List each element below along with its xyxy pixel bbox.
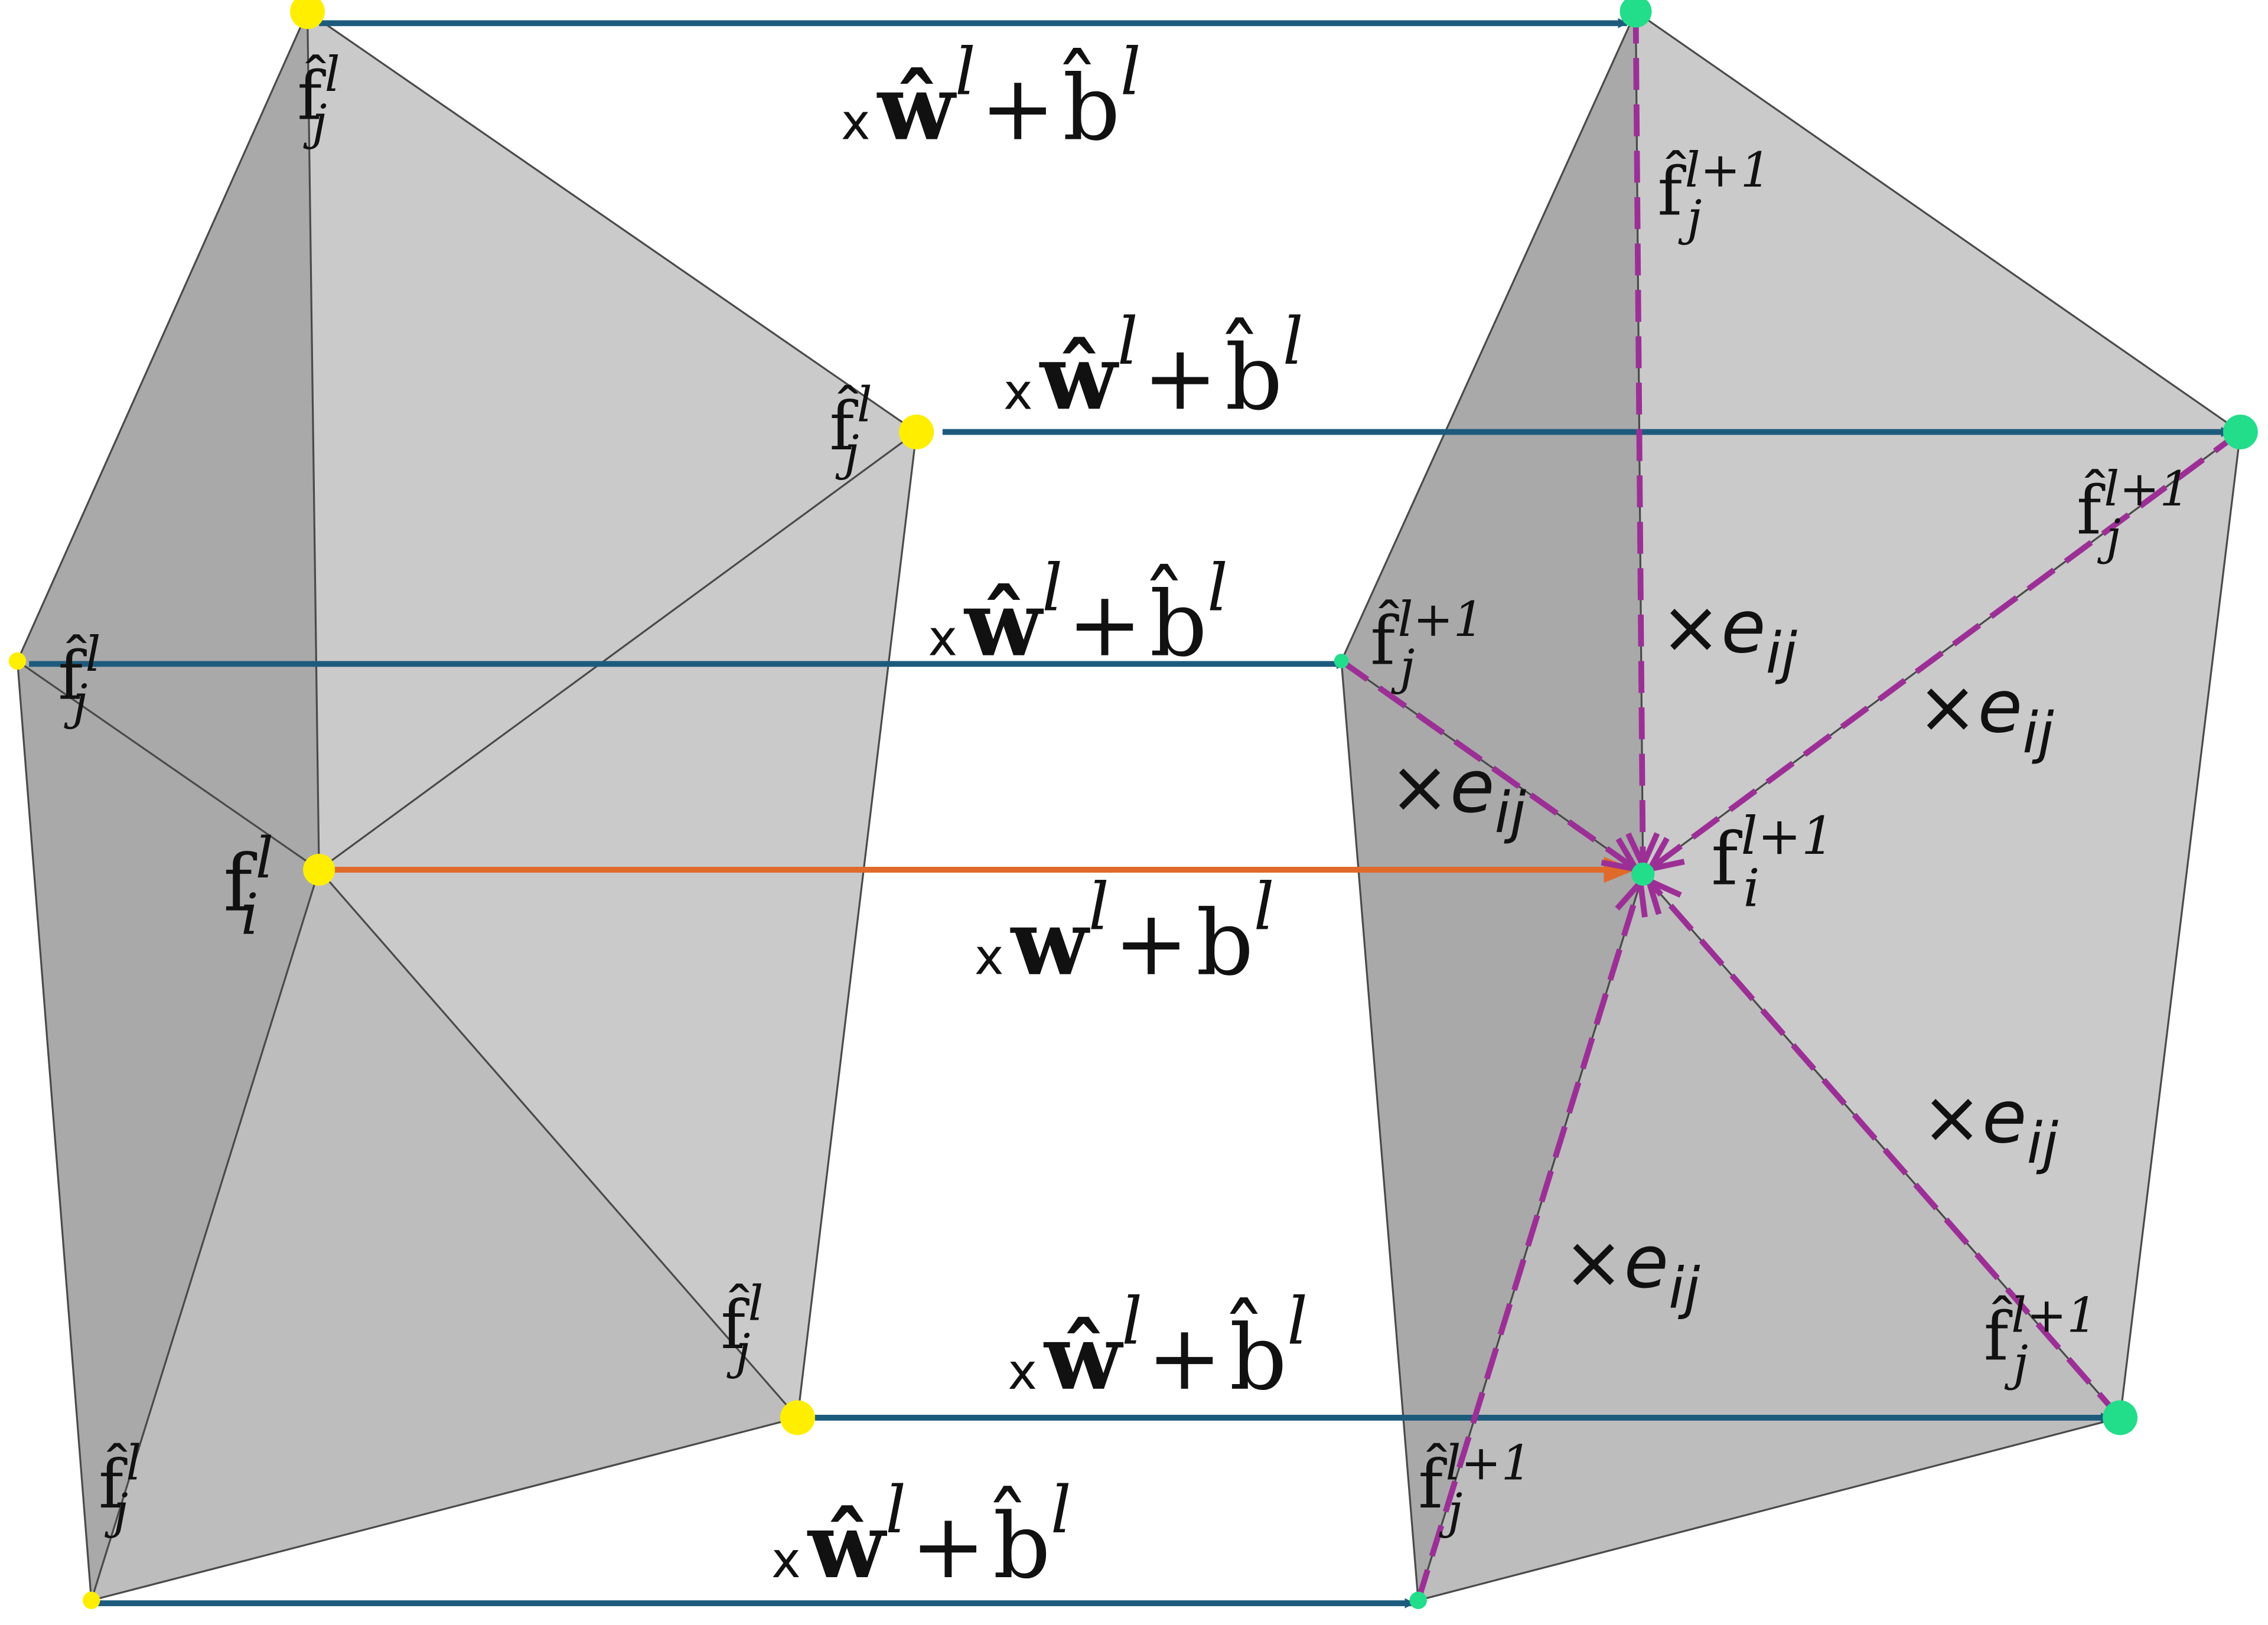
mesh-edge — [1635, 11, 2241, 433]
edge-weight-label: ×eij — [1563, 1220, 1700, 1321]
mesh-face — [1341, 661, 1643, 1601]
aggregation-edge — [1641, 429, 2243, 877]
mesh-face — [319, 432, 917, 1418]
mesh-face — [17, 11, 320, 870]
mesh-node — [303, 853, 335, 886]
mesh-node — [82, 1591, 100, 1609]
mesh-node — [1334, 654, 1349, 668]
mesh-edge — [318, 869, 799, 1418]
mesh-edge — [318, 431, 917, 871]
mesh-edge — [17, 11, 308, 662]
mesh-face — [1341, 11, 1643, 875]
mesh-node — [290, 0, 325, 30]
mesh-node — [899, 415, 934, 450]
aggregation-edge — [1415, 873, 1646, 1601]
aggregation-edges — [1340, 11, 2243, 1601]
mesh-faces — [17, 11, 2241, 1601]
edge-weight-label: ×eij — [1389, 745, 1526, 846]
mesh-edge — [91, 1417, 798, 1601]
mesh-face — [91, 869, 798, 1601]
edge-weight-label: ×eij — [1921, 1075, 2058, 1176]
mesh-node — [2103, 1400, 2138, 1435]
edge-weight-label: ×eij — [1660, 585, 1797, 686]
aggregation-edge — [1340, 658, 1645, 877]
mesh-node — [2223, 415, 2258, 450]
mesh-node — [780, 1400, 815, 1435]
mesh-edge — [17, 660, 320, 871]
mesh-node — [1619, 0, 1652, 28]
mesh-edge — [1340, 661, 1419, 1601]
edge-weight-label: ×eij — [1917, 665, 2054, 766]
mesh-face — [307, 11, 917, 870]
mesh-edge — [16, 661, 93, 1601]
mesh-edge — [1340, 11, 1637, 662]
mesh-node — [1409, 1591, 1427, 1609]
mesh-face — [1643, 432, 2241, 1418]
mesh-node — [8, 652, 27, 670]
mesh-face — [1635, 11, 2241, 875]
aggregation-edge — [1632, 11, 1646, 875]
mesh-edge — [2119, 432, 2241, 1418]
mesh-edge — [796, 432, 918, 1418]
aggregation-edge — [1641, 872, 2123, 1420]
mesh-edge — [307, 11, 917, 433]
transform-arrows — [29, 18, 2231, 1608]
mesh-node — [1631, 862, 1655, 886]
mesh-edge — [306, 11, 320, 870]
mesh-edge — [1418, 1417, 2120, 1601]
mesh-face — [17, 661, 320, 1601]
mesh-edge — [90, 869, 320, 1601]
mesh-nodes — [8, 0, 2258, 1609]
